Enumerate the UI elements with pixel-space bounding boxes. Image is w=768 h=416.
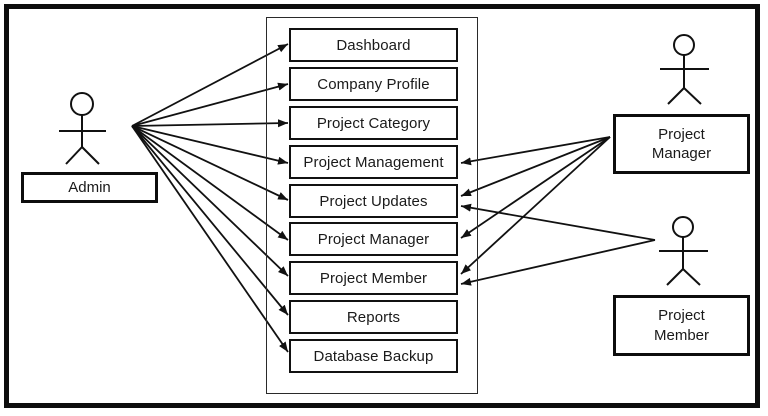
use-case-reports: Reports [289,300,458,334]
arrow-pm-project-manager [460,136,611,239]
use-case-project-category: Project Category [289,106,458,140]
arrow-pm-project-management [460,136,611,166]
arrow-member-project-updates [460,203,656,241]
use-case-dashboard: Dashboard [289,28,458,62]
arrow-admin-project-management [131,125,289,165]
arrow-admin-project-manager [131,125,289,241]
use-case-database-backup: Database Backup [289,339,458,373]
project-manager-actor-label: Project Manager [613,114,750,174]
project-member-actor-label: Project Member [613,295,750,356]
use-case-project-management: Project Management [289,145,458,179]
use-case-project-member: Project Member [289,261,458,295]
arrow-pm-project-updates [460,136,611,197]
arrow-admin-project-member [131,125,289,277]
project-member-connection-arrows [460,203,656,286]
project-manager-actor-figure [660,34,709,105]
arrow-admin-reports [131,125,289,316]
arrow-admin-company-profile [131,82,289,127]
use-case-company-profile: Company Profile [289,67,458,101]
admin-actor-figure [59,92,106,165]
arrow-admin-dashboard [131,43,289,127]
arrow-pm-project-member [460,136,611,275]
arrow-admin-project-updates [131,125,289,201]
admin-actor-label: Admin [21,172,158,203]
arrow-admin-database-backup [131,125,289,353]
project-member-actor-head [672,216,694,238]
admin-actor-head [70,92,94,116]
arrow-admin-project-category [131,119,289,128]
use-case-project-manager: Project Manager [289,222,458,256]
diagram-border-frame [4,4,760,408]
project-manager-actor-head [673,34,695,56]
use-case-project-updates: Project Updates [289,184,458,218]
project-member-actor-figure [659,216,708,286]
project-manager-connection-arrows [460,136,611,275]
system-boundary [266,17,478,394]
arrow-member-project-member [460,239,656,286]
admin-connection-arrows [131,43,289,353]
